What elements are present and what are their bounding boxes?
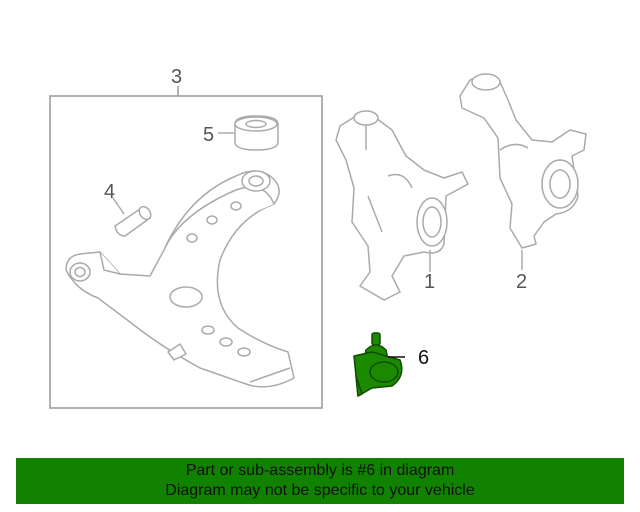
- parts-diagram: 1 2 3 4 5 6: [49, 66, 587, 409]
- banner-line-disclaimer: Diagram may not be specific to your vehi…: [165, 482, 475, 499]
- callout-2: 2: [516, 271, 527, 293]
- callout-3: 3: [171, 66, 182, 88]
- sleeve-part-4[interactable]: [112, 197, 153, 237]
- steering-knuckle-part-2[interactable]: [459, 73, 587, 270]
- ball-joint-part-6[interactable]: [353, 332, 405, 397]
- control-arm-group-frame: [49, 86, 323, 409]
- steering-knuckle-part-1[interactable]: [335, 110, 469, 301]
- callout-1: 1: [424, 271, 435, 293]
- info-banner: Part or sub-assembly is #6 in diagram Di…: [16, 458, 624, 504]
- banner-line-part-number: Part or sub-assembly is #6 in diagram: [185, 462, 455, 479]
- callout-5: 5: [203, 124, 214, 146]
- lower-control-arm-part-3[interactable]: [65, 170, 295, 388]
- callout-4: 4: [104, 181, 115, 203]
- bushing-part-5[interactable]: [218, 115, 279, 151]
- callout-6: 6: [418, 347, 429, 369]
